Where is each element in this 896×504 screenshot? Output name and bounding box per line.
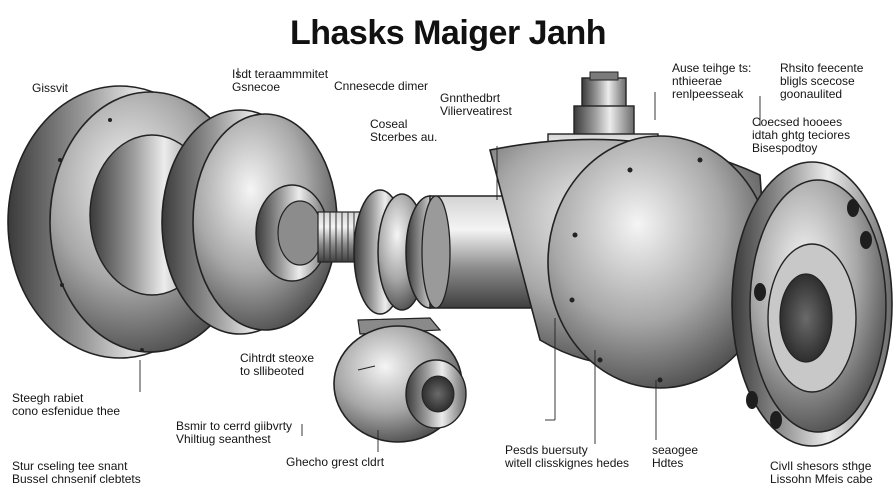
label-line: Isdt teraammmitet bbox=[232, 67, 329, 81]
middle-flange-disc bbox=[161, 109, 338, 335]
label-top-block: Ause teihge ts: nthieerae renlpeesseak bbox=[672, 62, 751, 101]
label-line: Gnnthedbrt bbox=[440, 91, 501, 105]
label-line: Vilierveatirest bbox=[440, 104, 512, 118]
label-line: Bsmir to cerrd giibvrty bbox=[176, 419, 293, 433]
label-line: Rhsito feecente bbox=[780, 61, 864, 75]
label-lower-bracket: Cihtrdt steoxe to sllibeoted bbox=[240, 352, 314, 378]
label-bottom-left: Stur cseling tee snant Bussel chnsenif c… bbox=[12, 460, 141, 486]
label-bottom-middle: Pesds buersuty witell clisskignes hedes bbox=[505, 444, 629, 470]
diagram-title: Lhasks Maiger Janh bbox=[289, 14, 607, 52]
label-bottom-center-left: Bsmir to cerrd giibvrty Vhiltiug seanthe… bbox=[176, 420, 292, 446]
label-line: Cnnesecde dimer bbox=[334, 79, 429, 93]
label-line: Ause teihge ts: bbox=[672, 61, 752, 75]
label-line: to sllibeoted bbox=[240, 364, 305, 378]
label-line: Cihtrdt steoxe bbox=[240, 351, 315, 365]
label-line: CivlI shesors sthge bbox=[770, 459, 872, 473]
lower-bracket bbox=[333, 317, 467, 443]
label-line: Stur cseling tee snant bbox=[12, 459, 128, 473]
right-housing bbox=[489, 135, 773, 389]
label-right-middle: Coecsed hooees idtah ghtg teciores Bises… bbox=[752, 116, 850, 155]
label-line: Hdtes bbox=[652, 456, 684, 470]
label-line: Vhiltiug seanthest bbox=[176, 432, 271, 446]
label-upper-left-center: Isdt teraammmitet Gsnecoe bbox=[232, 68, 328, 94]
label-line: idtah ghtg teciores bbox=[752, 128, 851, 142]
label-line: renlpeesseak bbox=[672, 87, 744, 101]
label-line: Bisespodtoy bbox=[752, 141, 818, 155]
label-line: witell clisskignes hedes bbox=[505, 456, 630, 470]
label-top-right: Rhsito feecente bligls scecose goonaulit… bbox=[780, 62, 863, 101]
label-line: Stcerbes au. bbox=[370, 130, 438, 144]
label-line: Coseal bbox=[370, 117, 408, 131]
label-bottom-center: Ghecho grest cldrt bbox=[286, 456, 384, 469]
leader-lines bbox=[139, 68, 761, 452]
label-line: Bussel chnsenif clebtets bbox=[12, 472, 141, 486]
label-lower-left: Steegh rabiet cono esfenidue thee bbox=[12, 392, 120, 418]
label-connector-dimer: Cnnesecde dimer bbox=[334, 80, 428, 93]
label-line: Gissvit bbox=[32, 81, 68, 95]
label-line: Lissohn Mfeis cabe bbox=[770, 472, 873, 486]
label-line: Steegh rabiet bbox=[12, 391, 84, 405]
label-left-disc: Gissvit bbox=[32, 82, 68, 95]
label-bottom-right-center: seaogee Hdtes bbox=[652, 444, 698, 470]
label-line: Gsnecoe bbox=[232, 80, 281, 94]
label-line: Pesds buersuty bbox=[505, 443, 588, 457]
label-line: nthieerae bbox=[672, 74, 723, 88]
label-line: bligls scecose bbox=[780, 74, 855, 88]
label-line: goonaulited bbox=[780, 87, 843, 101]
label-upper-center: Gnnthedbrt Vilierveatirest bbox=[440, 92, 512, 118]
label-line: cono esfenidue thee bbox=[12, 404, 121, 418]
label-line: Coecsed hooees bbox=[752, 115, 843, 129]
label-line: seaogee bbox=[652, 443, 699, 457]
label-line: Ghecho grest cldrt bbox=[286, 455, 385, 469]
label-bottom-right: CivlI shesors sthge Lissohn Mfeis cabe bbox=[770, 460, 873, 486]
end-flange bbox=[731, 161, 893, 447]
label-coseal: Coseal Stcerbes au. bbox=[370, 118, 437, 144]
